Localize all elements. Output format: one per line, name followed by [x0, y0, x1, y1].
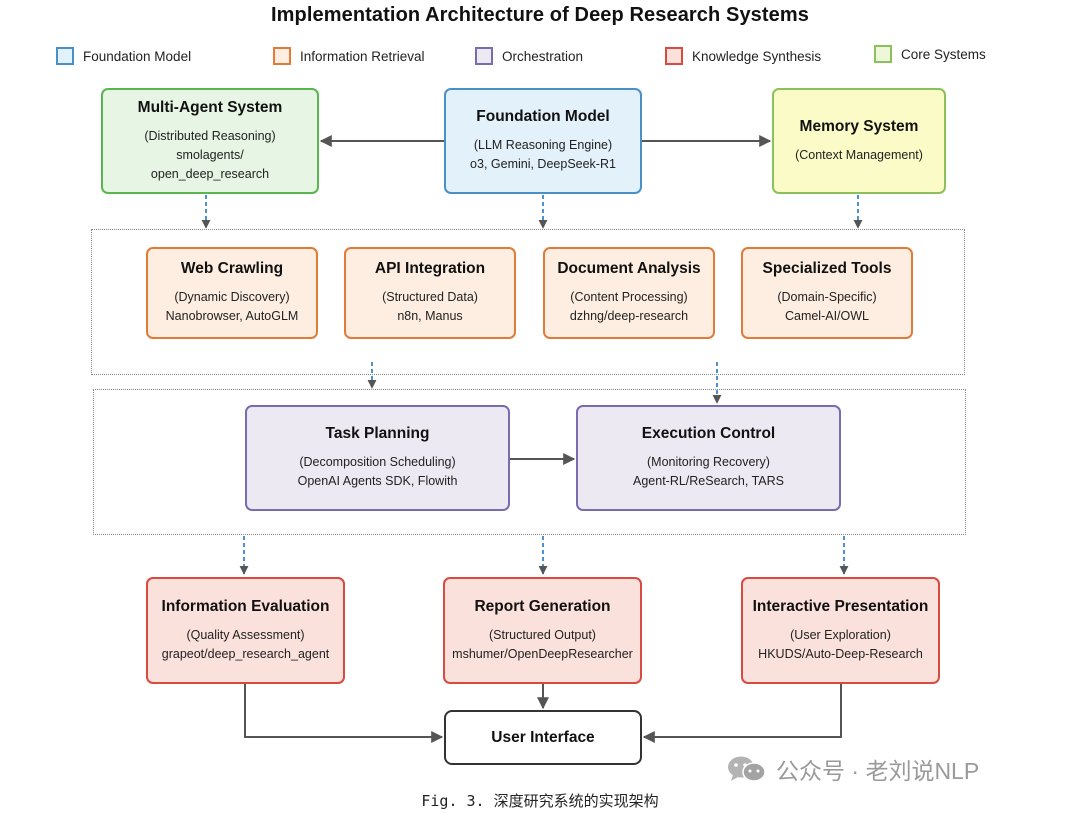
node-description-line: (Content Processing)	[570, 290, 688, 304]
legend-label: Foundation Model	[83, 48, 192, 64]
node-description: (Structured Output) mshumer/OpenDeepResea…	[452, 626, 633, 664]
legend-foundation-model: Foundation Model	[56, 45, 191, 67]
node-interactive-presentation: Interactive Presentation (User Exploratio…	[741, 577, 940, 684]
node-description-line: dzhng/deep-research	[569, 309, 689, 323]
node-description-line: Agent-RL/ReSearch, TARS	[633, 474, 784, 488]
legend-orchestration: Orchestration	[475, 45, 583, 67]
node-description: (Domain-Specific) Camel-AI/OWL	[777, 288, 876, 326]
node-description-line: o3, Gemini, DeepSeek-R1	[470, 157, 616, 171]
node-description: (LLM Reasoning Engine) o3, Gemini, DeepSe…	[470, 136, 616, 174]
node-description-line: (Structured Data)	[382, 290, 478, 304]
wechat-icon	[728, 756, 766, 782]
node-foundation-model: Foundation Model (LLM Reasoning Engine) o3…	[444, 88, 642, 194]
legend-swatch	[475, 47, 493, 65]
legend-core-systems: Core Systems	[874, 43, 986, 65]
node-description-line: (Monitoring Recovery)	[647, 455, 770, 469]
node-description-line: HKUDS/Auto-Deep-Research	[758, 646, 923, 661]
node-user-interface: User Interface	[444, 710, 642, 765]
node-description-line: Nanobrowser, AutoGLM	[165, 309, 299, 323]
node-title: Foundation Model	[476, 108, 610, 125]
node-description: (Dynamic Discovery) Nanobrowser, AutoGLM	[166, 288, 299, 326]
node-description-line: (User Exploration)	[790, 627, 891, 642]
legend-label: Core Systems	[901, 46, 986, 62]
node-description: (Context Management)	[795, 146, 923, 165]
watermark-text: 公众号 · 老刘说NLP	[776, 758, 980, 784]
node-description-line: (Structured Output)	[488, 627, 596, 642]
node-description-line: (Distributed Reasoning)	[144, 128, 276, 143]
node-description-line: mshumer/OpenDeepResearcher	[452, 646, 633, 661]
legend-knowledge-synthesis: Knowledge Synthesis	[665, 45, 821, 67]
node-description-line: (Context Management)	[795, 147, 923, 162]
node-title: Interactive Presentation	[752, 597, 929, 615]
edge-info-eval-to-ui	[244, 684, 444, 743]
node-information-evaluation: Information Evaluation (Quality Assessmen…	[146, 577, 345, 684]
legend-swatch	[874, 45, 892, 63]
node-title: User Interface	[491, 728, 595, 746]
node-description-line: (Decomposition Scheduling)	[299, 455, 456, 469]
node-title: Multi-Agent System	[137, 98, 283, 116]
figure-caption: Fig. 3. 深度研究系统的实现架构	[421, 792, 659, 810]
node-description-line: n8n, Manus	[397, 309, 463, 323]
node-description-line: smolagents/	[176, 147, 244, 162]
node-description: (Monitoring Recovery) Agent-RL/ReSearch, …	[633, 453, 784, 491]
node-multi-agent-system: Multi-Agent System (Distributed Reasoning…	[101, 88, 319, 194]
node-title: Task Planning	[325, 425, 430, 442]
node-description-line: Camel-AI/OWL	[784, 309, 870, 323]
legend-information-retrieval: Information Retrieval	[273, 45, 425, 67]
node-title: Report Generation	[474, 597, 611, 615]
node-description: (Structured Data) n8n, Manus	[382, 288, 478, 326]
edge-interactive-to-ui	[642, 684, 842, 743]
legend-label: Knowledge Synthesis	[692, 48, 822, 64]
node-document-analysis: Document Analysis (Content Processing) dzh…	[543, 247, 715, 339]
node-memory-system: Memory System (Context Management)	[772, 88, 946, 194]
node-title: Execution Control	[641, 425, 776, 442]
node-title: Information Evaluation	[161, 597, 330, 615]
node-description-line: (Quality Assessment)	[186, 627, 305, 642]
node-description-line: (Domain-Specific)	[777, 290, 877, 304]
node-description-line: grapeot/deep_research_agent	[161, 646, 330, 661]
node-description: (Quality Assessment) grapeot/deep_researc…	[162, 626, 330, 664]
node-api-integration: API Integration (Structured Data) n8n, Man…	[344, 247, 516, 339]
legend-label: Information Retrieval	[300, 48, 425, 64]
legend-swatch	[56, 47, 74, 65]
node-task-planning: Task Planning (Decomposition Scheduling) O…	[245, 405, 510, 511]
legend-swatch	[273, 47, 291, 65]
node-report-generation: Report Generation (Structured Output) mshu…	[443, 577, 642, 684]
node-title: API Integration	[374, 260, 486, 277]
node-execution-control: Execution Control (Monitoring Recovery) Ag…	[576, 405, 841, 511]
node-description: (Distributed Reasoning) smolagents/open_d…	[144, 127, 275, 184]
node-title: Web Crawling	[180, 260, 284, 277]
node-title: Document Analysis	[557, 260, 701, 277]
node-title: Memory System	[799, 117, 919, 135]
legend-label: Orchestration	[502, 48, 584, 64]
legend-swatch	[665, 47, 683, 65]
node-description-line: OpenAI Agents SDK, Flowith	[297, 474, 458, 488]
node-description-line: open_deep_research	[150, 166, 270, 181]
node-description: (User Exploration) HKUDS/Auto-Deep-Resear…	[758, 626, 923, 664]
node-description: (Decomposition Scheduling) OpenAI Agents …	[298, 453, 458, 491]
node-web-crawling: Web Crawling (Dynamic Discovery) Nanobrows…	[146, 247, 318, 339]
diagram-title: Implementation Architecture of Deep Rese…	[271, 4, 809, 26]
node-title: Specialized Tools	[762, 260, 892, 277]
group-information-retrieval	[91, 229, 965, 375]
node-description-line: (LLM Reasoning Engine)	[473, 138, 613, 152]
watermark: 公众号 · 老刘说NLP	[726, 752, 979, 786]
group-orchestration	[93, 389, 966, 535]
node-description: (Content Processing) dzhng/deep-research	[570, 288, 688, 326]
node-description-line: (Dynamic Discovery)	[174, 290, 290, 304]
node-specialized-tools: Specialized Tools (Domain-Specific) Camel-…	[741, 247, 913, 339]
